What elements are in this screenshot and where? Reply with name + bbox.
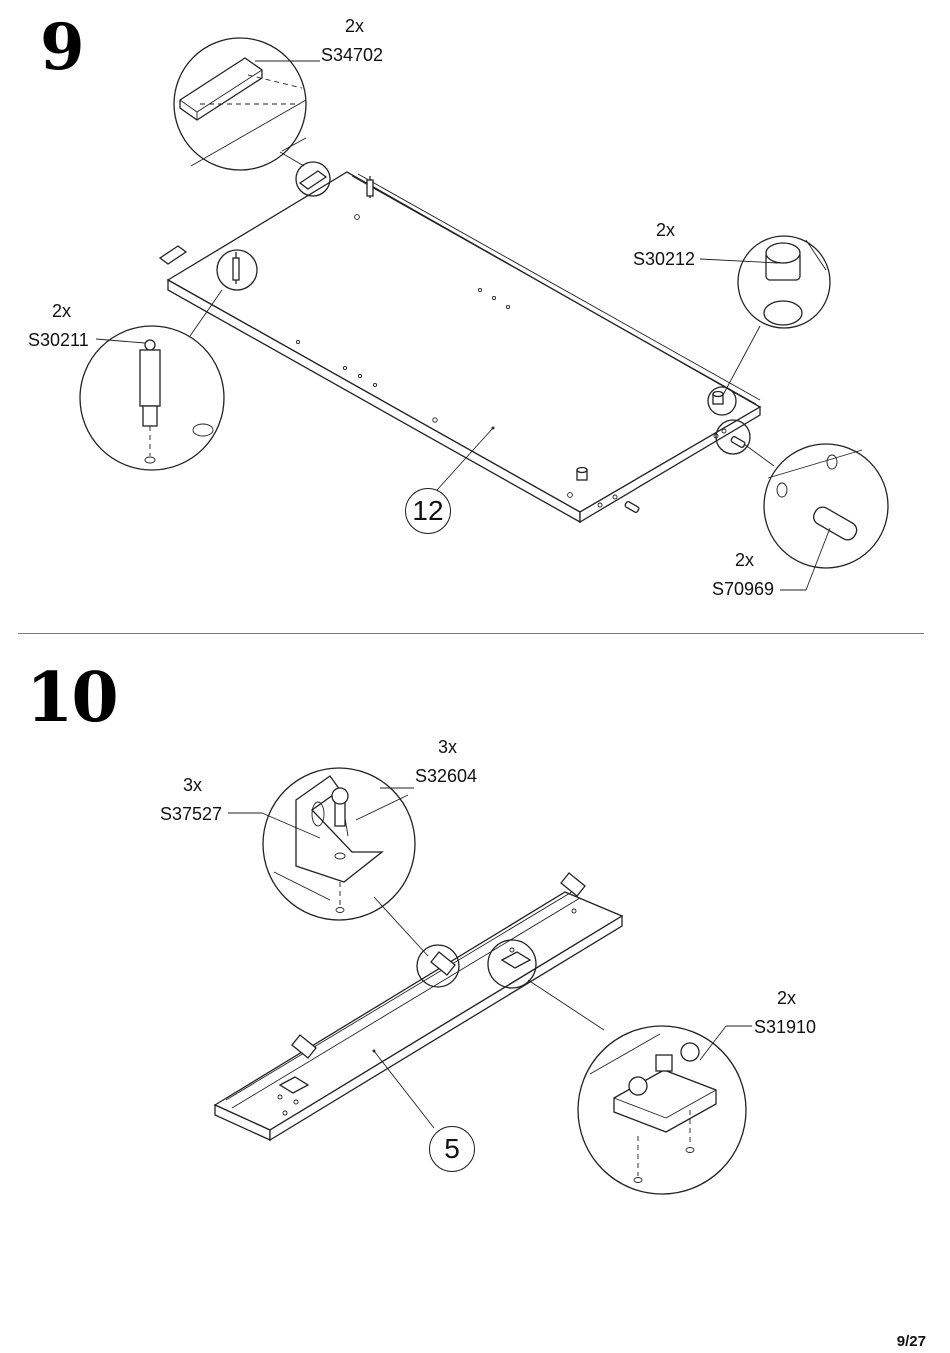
- zoom-circle-s31910: [487, 939, 752, 1195]
- part-s34702-qty: 2x: [345, 16, 365, 36]
- part-s70969-qty: 2x: [735, 550, 755, 570]
- part-s30211-qty: 2x: [52, 301, 72, 321]
- panel-5-badge: 5: [429, 1126, 475, 1172]
- step-divider: [18, 633, 924, 634]
- part-s31910-qty: 2x: [777, 988, 797, 1008]
- zoom-circle-s37527: [228, 767, 460, 988]
- step-10-number: 10: [26, 658, 119, 738]
- zoom-circle-s30212: [699, 235, 831, 416]
- step-9-number: 9: [40, 10, 85, 85]
- zoom-circle-s34702: [173, 37, 331, 197]
- panel-12-holes: [295, 214, 727, 508]
- part-s37527-qty: 3x: [183, 775, 203, 795]
- part-s34702-code: S34702: [321, 45, 384, 65]
- part-s32604-code: S32604: [415, 766, 478, 786]
- panel-12-fittings: [158, 170, 746, 514]
- part-s30212-qty: 2x: [656, 220, 676, 240]
- panel-12-badge: 12: [405, 488, 451, 534]
- part-s31910-code: S31910: [754, 1017, 817, 1037]
- panel-5-brackets: [278, 872, 586, 1094]
- step-10-panel-drawing: [213, 767, 752, 1195]
- part-s30212-code: S30212: [633, 249, 696, 269]
- part-s32604-qty: 3x: [438, 737, 458, 757]
- part-s30211-code: S30211: [28, 330, 89, 350]
- zoom-circle-s30211: [79, 249, 258, 471]
- zoom-circle-s70969: [715, 419, 889, 591]
- page-number: 9/27: [896, 1333, 926, 1350]
- step-9-panel-drawing: [79, 37, 889, 591]
- leader-panel-12: [436, 427, 494, 491]
- leader-panel-5: [373, 1050, 435, 1129]
- part-s37527-code: S37527: [160, 804, 223, 824]
- part-s70969-code: S70969: [712, 579, 775, 599]
